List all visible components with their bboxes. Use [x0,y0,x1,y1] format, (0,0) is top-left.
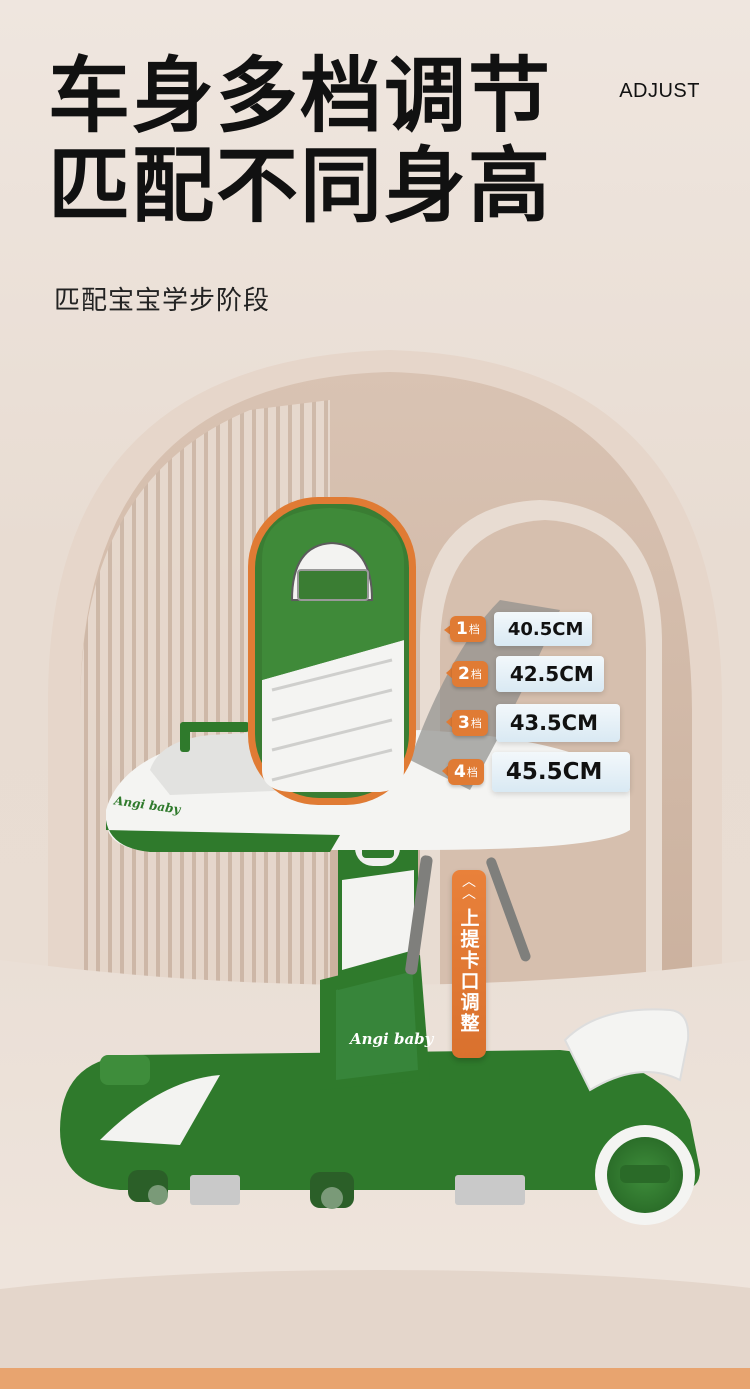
lift-adjust-label: ︿︿ 上提卡口调整 [452,870,486,1058]
level-height: 45.5CM [491,752,630,792]
background-scene [0,350,750,1389]
level-height: 43.5CM [495,704,620,742]
chevron-up-icon: ︿︿ [462,874,476,902]
level-height: 40.5CM [493,612,592,646]
headline-line-2: 匹配不同身高 [48,139,553,234]
adjust-tag: ADJUST [619,80,700,102]
headline-line-1: 车身多档调节 [48,49,553,144]
lift-adjust-text: 上提卡口调整 [457,908,480,1034]
brand-logo: Angi baby [350,1030,434,1048]
level-height: 42.5CM [495,656,604,692]
subtitle: 匹配宝宝学步阶段 [54,286,271,316]
